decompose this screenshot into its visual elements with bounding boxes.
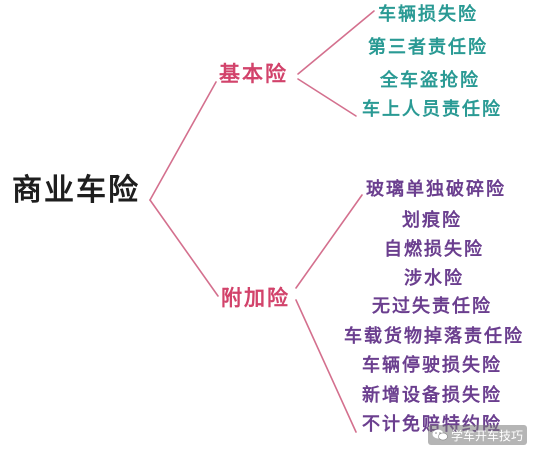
root-node: 商业车险	[12, 173, 140, 208]
watermark-text: 学车开车技巧	[451, 428, 524, 443]
connector-root-basic	[149, 81, 217, 201]
leaf-additional: 无过失责任险	[372, 296, 492, 317]
leaf-additional: 划痕险	[402, 210, 462, 231]
watermark: 学车开车技巧	[428, 425, 528, 445]
leaf-additional: 玻璃单独破碎险	[366, 179, 506, 200]
leaf-additional: 车辆停驶损失险	[362, 355, 502, 376]
connector-additional-bottom	[295, 299, 357, 433]
leaf-additional: 自燃损失险	[384, 239, 484, 260]
leaf-additional: 新增设备损失险	[362, 385, 502, 406]
leaf-basic: 车上人员责任险	[362, 99, 502, 120]
leaf-basic: 第三者责任险	[368, 37, 488, 58]
leaf-basic: 车辆损失险	[378, 4, 478, 25]
connector-basic-bottom	[297, 78, 357, 117]
connector-root-additional	[149, 199, 219, 297]
branch-basic: 基本险	[219, 62, 288, 86]
branch-additional: 附加险	[221, 286, 290, 310]
connector-additional-top	[295, 194, 363, 289]
leaf-basic: 全车盗抢险	[380, 70, 480, 91]
leaf-additional: 车载货物掉落责任险	[344, 326, 524, 347]
connector-basic-top	[297, 10, 375, 75]
wechat-icon	[432, 429, 448, 441]
leaf-additional: 涉水险	[404, 268, 464, 289]
